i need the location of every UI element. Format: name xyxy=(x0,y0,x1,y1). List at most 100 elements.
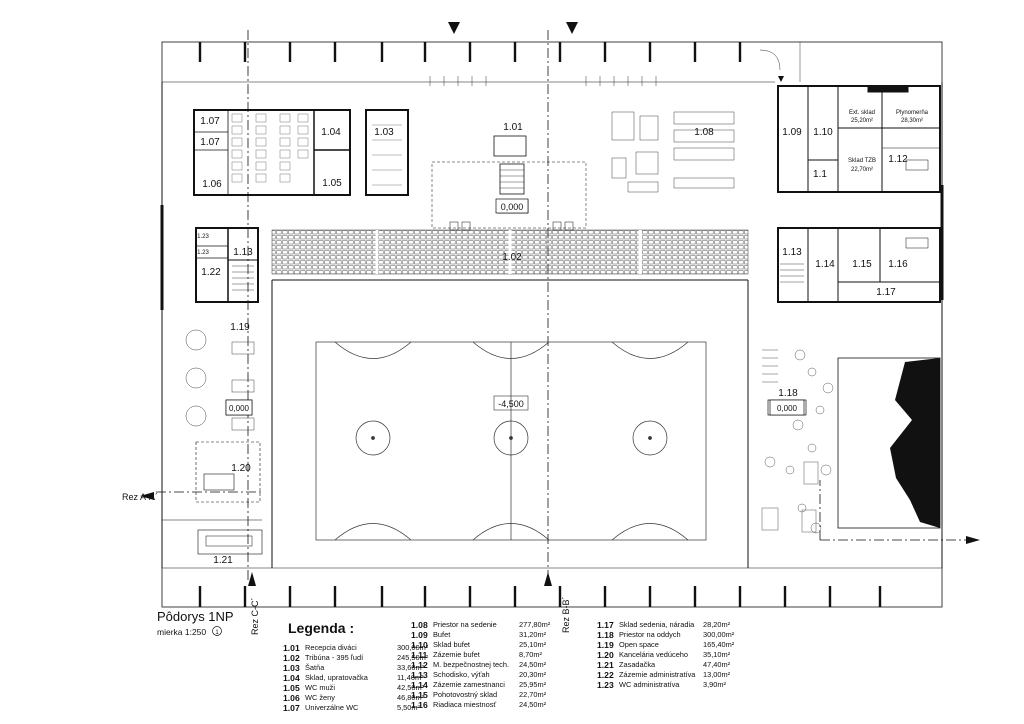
legend-code: 1.09 xyxy=(411,630,428,640)
legend-code: 1.14 xyxy=(411,680,428,690)
tribune-seats xyxy=(271,229,749,275)
legend-area: 31,20m² xyxy=(519,630,547,639)
legend-code: 1.10 xyxy=(411,640,428,650)
note-tzb: Sklad TZB xyxy=(848,158,876,164)
legend-area: 8,70m² xyxy=(519,650,543,659)
drawing-scale: mierka 1:250 xyxy=(157,627,207,637)
room-1-13-a: 1.13 xyxy=(233,247,253,258)
legend-area: 46,80m² xyxy=(397,693,425,702)
room-1-01: 1.01 xyxy=(503,122,523,133)
legend-code: 1.21 xyxy=(597,660,614,670)
wc-block xyxy=(193,109,409,196)
legend-name: Tribúna - 395 ľudí xyxy=(305,653,364,662)
legend-row: 1.10 Sklad bufet 25,10m² xyxy=(411,640,559,650)
legend-name: Sklad bufet xyxy=(433,640,470,649)
legend-code: 1.12 xyxy=(411,660,428,670)
section-c-label: Rez C-C´ xyxy=(250,597,260,635)
legend-area: 24,50m² xyxy=(519,700,547,709)
legend-area: 22,70m² xyxy=(519,690,547,699)
legend-code: 1.13 xyxy=(411,670,428,680)
drawing-title: Pôdorys 1NP xyxy=(157,609,234,624)
legend-area: 165,40m² xyxy=(703,640,735,649)
legend-name: Priestor na oddych xyxy=(619,630,681,639)
legend-row: 1.19 Open space 165,40m² xyxy=(597,640,743,650)
note-tzb-area: 22,70m² xyxy=(851,167,873,173)
legend-area: 25,10m² xyxy=(519,640,547,649)
legend-name: WC muži xyxy=(305,683,335,692)
court-border xyxy=(271,279,749,568)
level-box-entry xyxy=(495,198,529,214)
room-1-18: 1.18 xyxy=(778,388,798,399)
section-arrows xyxy=(140,22,980,586)
room-1-04: 1.04 xyxy=(321,127,341,138)
terrace xyxy=(761,349,941,534)
room-1-09: 1.09 xyxy=(782,127,802,138)
legend-name: Sklad, upratovačka xyxy=(305,673,368,682)
legend-name: Sklad sedenia, náradia xyxy=(619,620,695,629)
legend-area: 35,10m² xyxy=(703,650,731,659)
sports-court xyxy=(315,341,707,541)
legend-name: Univerzálne WC xyxy=(305,703,359,712)
room-1-20: 1.20 xyxy=(231,463,251,474)
level-terrace: 0,000 xyxy=(777,404,798,413)
service-rooms-mid xyxy=(777,227,941,303)
note-ext-sklad-area: 25,20m² xyxy=(851,118,873,124)
level-box-terrace xyxy=(769,399,805,416)
legend-name: Kancelária vedúceho xyxy=(619,650,689,659)
legend-code: 1.05 xyxy=(283,683,300,693)
room-1-23-b: 1.23 xyxy=(197,250,209,256)
legend-code: 1.04 xyxy=(283,673,300,683)
legend-code: 1.23 xyxy=(597,680,614,690)
section-a-label: Rez A-A´ xyxy=(122,492,158,502)
level-court: -4,500 xyxy=(498,399,524,409)
legend-area: 24,50m² xyxy=(519,660,547,669)
legend-code: 1.02 xyxy=(283,653,300,663)
room-1-13-b: 1.13 xyxy=(782,247,802,258)
facade-columns xyxy=(160,42,944,607)
legend-code: 1.07 xyxy=(283,703,300,713)
room-labels: 1.07 1.07 1.06 1.04 1.05 1.03 1.01 1.08 … xyxy=(197,116,908,566)
legend-name: Bufet xyxy=(433,630,451,639)
legend-area: 28,20m² xyxy=(703,620,731,629)
legend-name: Zasadačka xyxy=(619,660,656,669)
room-1-19: 1.19 xyxy=(230,322,250,333)
legend-name: WC ženy xyxy=(305,693,335,702)
note-plyn-area: 28,30m² xyxy=(901,118,923,124)
room-1-07-a: 1.07 xyxy=(200,116,220,127)
room-1-05: 1.05 xyxy=(322,178,342,189)
room-1-22: 1.22 xyxy=(201,267,221,278)
room-1-03: 1.03 xyxy=(374,127,394,138)
legend-name: Priestor na sedenie xyxy=(433,620,497,629)
legend-code: 1.19 xyxy=(597,640,614,650)
level-entry: 0,000 xyxy=(501,202,524,212)
legend-name: WC administratíva xyxy=(619,680,680,689)
entry-doors xyxy=(429,42,801,86)
room-1-14: 1.14 xyxy=(815,259,835,270)
open-space-furniture xyxy=(185,329,255,431)
room-1-06: 1.06 xyxy=(202,179,222,190)
room-1-10: 1.10 xyxy=(813,127,833,138)
legend-code: 1.03 xyxy=(283,663,300,673)
scale-mark-circle xyxy=(212,626,222,636)
legend-code: 1.16 xyxy=(411,700,428,710)
legend-name: Open space xyxy=(619,640,659,649)
legend-area: 277,80m² xyxy=(519,620,551,629)
legend-area: 245,50m² xyxy=(397,653,429,662)
legend-code: 1.15 xyxy=(411,690,428,700)
